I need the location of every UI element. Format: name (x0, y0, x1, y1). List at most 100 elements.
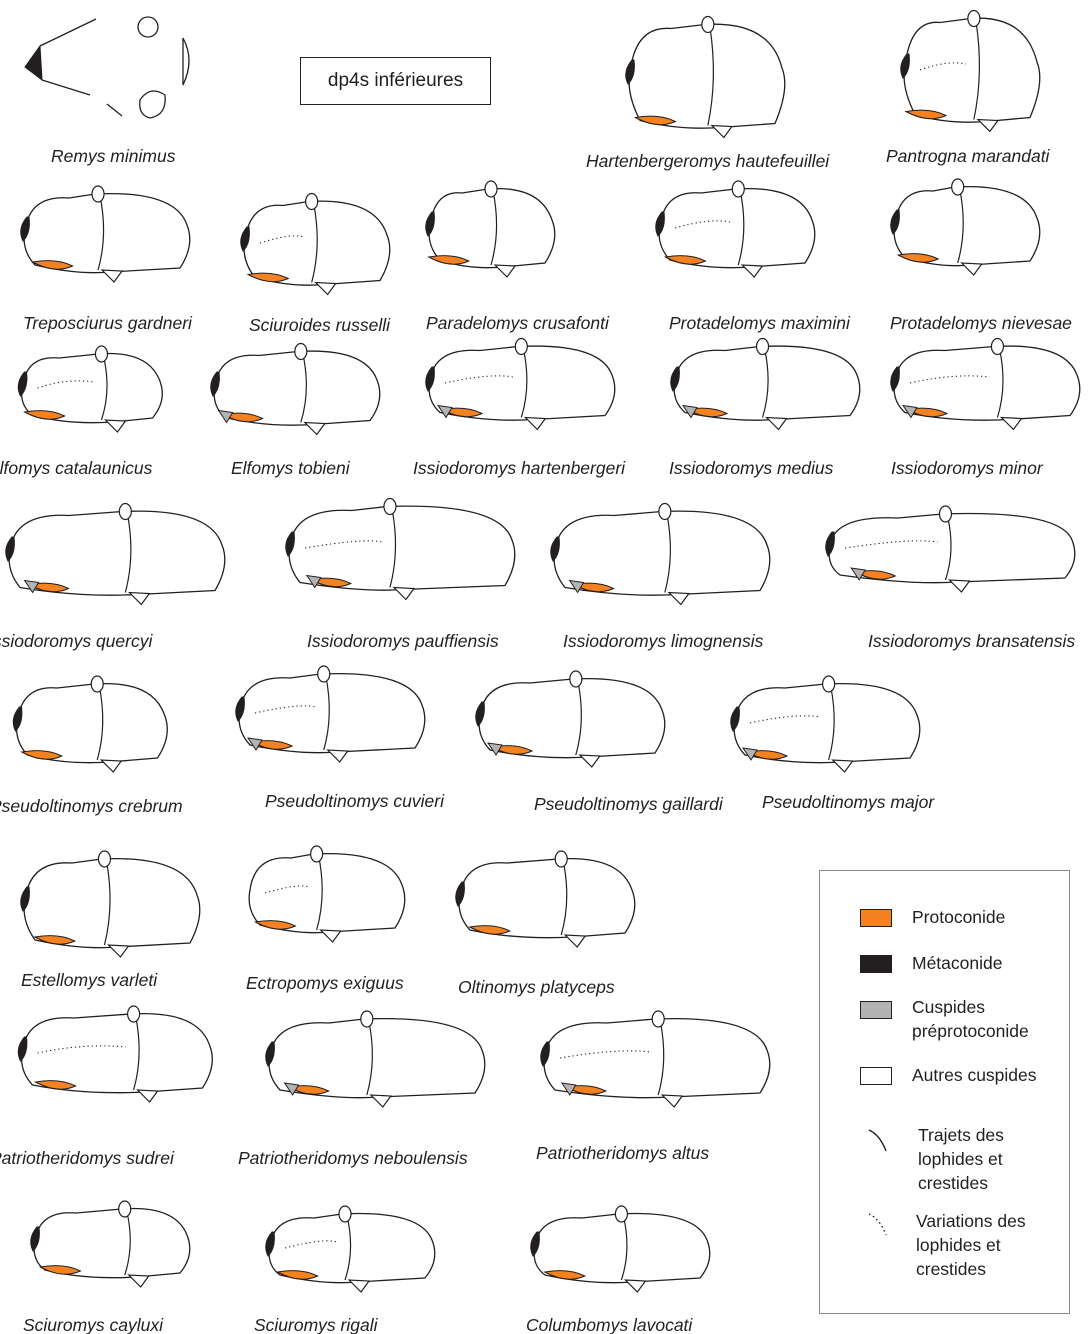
preprotoconide-cusp (25, 581, 39, 593)
cusp (662, 1095, 682, 1107)
protoconide-cusp (248, 273, 288, 282)
metaconide-cusp (626, 60, 635, 84)
preprotoconide-cusp (743, 748, 757, 760)
plate-title: dp4s inférieures (300, 57, 491, 105)
variation-line (910, 376, 989, 383)
lophide-line (101, 356, 107, 420)
protoconide-cusp (278, 1271, 318, 1280)
cusp (321, 930, 341, 942)
tooth-figure (656, 181, 815, 277)
tooth-figure (476, 671, 665, 767)
other-swatch (860, 1067, 892, 1085)
cusp (105, 420, 125, 432)
lophide-line (390, 509, 396, 588)
lophide-line (997, 349, 1003, 418)
metaconide-cusp (891, 367, 900, 391)
lophide-line (312, 204, 318, 283)
metaconide-cusp (671, 367, 680, 391)
preprotoconide-cusp (248, 738, 262, 750)
metaconide-cusp (551, 537, 560, 561)
tooth-outline (9, 511, 225, 595)
metaconide-cusp (826, 532, 835, 556)
tooth-figure (241, 194, 390, 295)
variation-line (38, 1046, 126, 1053)
cusp (833, 760, 853, 772)
tooth-figure (551, 504, 770, 605)
metaconide-cusp (901, 54, 910, 78)
species-label: Sciuroides russelli (249, 315, 391, 335)
metaconide-cusp (21, 217, 30, 241)
species-label: Sciuromys cayluxi (23, 1315, 164, 1334)
species-label: Pseudoltinomys crebrum (0, 796, 183, 816)
lophide-line (708, 27, 714, 126)
cusp (306, 194, 318, 210)
cusp (339, 1206, 351, 1222)
species-label: Elfomys tobieni (231, 458, 351, 478)
species-label: Issiodoromys medius (669, 458, 834, 478)
cusp (91, 676, 103, 692)
lophide-line (345, 1216, 351, 1280)
cusp (823, 676, 835, 692)
species-label: Pantrogna marandati (886, 146, 1051, 166)
dotted-line-icon (866, 1211, 896, 1241)
variation-line (305, 541, 382, 548)
tooth-figure (266, 1206, 435, 1292)
tooth-figure (18, 346, 162, 432)
preprotoconide-cusp (488, 743, 502, 755)
lophide-line (40, 19, 96, 46)
tooth-figure (21, 186, 190, 282)
lophide-line (42, 80, 90, 95)
metaconide-cusp (286, 532, 295, 556)
tooth-figure (286, 499, 515, 600)
protoconide-cusp (898, 254, 938, 263)
tooth-figure (541, 1011, 770, 1107)
cusp (757, 339, 769, 355)
cusp (669, 593, 689, 605)
metaconide-cusp (476, 702, 485, 726)
variation-line (265, 886, 309, 893)
cusp (349, 1280, 369, 1292)
lophide-line (521, 349, 527, 418)
metaconide-cusp (18, 1037, 27, 1061)
cusp (949, 580, 969, 592)
variation-line (920, 63, 966, 70)
lophide-line (97, 686, 103, 760)
tooth-outline (629, 24, 785, 128)
variation-line (255, 706, 316, 713)
variation-line (285, 1241, 337, 1248)
preprotoconide-cusp (219, 411, 233, 423)
legend-label-variations: Variations des lophides et crestides (916, 1209, 1036, 1281)
species-label: Pseudoltinomys cuvieri (265, 791, 445, 811)
variation-line (675, 221, 730, 228)
preprotoconide-swatch (860, 1001, 892, 1019)
preprotoconide-cusp (903, 406, 917, 418)
tooth-figure (266, 1011, 485, 1107)
lophide-line (104, 861, 110, 945)
cusp (625, 1280, 645, 1292)
preprotoconide-cusp (570, 581, 584, 593)
tooth-figure (671, 339, 860, 430)
tooth-figure (901, 11, 1040, 132)
cusp (394, 588, 414, 600)
preprotoconide-cusp (438, 406, 452, 418)
cusp (129, 593, 149, 605)
cusp (371, 1095, 391, 1107)
species-label: Oltinomys platyceps (458, 977, 615, 997)
species-label: Issiodoromys bransatensis (868, 631, 1075, 651)
cusp (129, 1275, 149, 1287)
cusp (515, 339, 527, 355)
tooth-figure (18, 1006, 212, 1102)
lophide-line (134, 1016, 140, 1090)
species-label: Remys minimus (51, 146, 176, 166)
cusp (939, 506, 951, 522)
species-label: Issiodoromys quercyi (0, 631, 153, 651)
variation-line (38, 381, 94, 388)
tooth-outline (289, 506, 515, 590)
metaconide-cusp (266, 1042, 275, 1066)
lophide-line (301, 354, 307, 423)
protoconide-cusp (33, 261, 73, 270)
cusp (128, 1006, 140, 1022)
protoconide-cusp (36, 1081, 76, 1090)
species-label: Paradelomys crusafonti (426, 313, 610, 333)
lophide-line (658, 1021, 664, 1095)
